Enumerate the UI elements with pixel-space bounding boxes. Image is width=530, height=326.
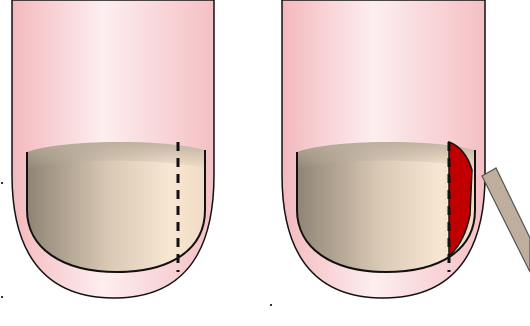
nail-clipper-icon xyxy=(482,168,530,272)
finger-after xyxy=(282,0,485,298)
edge-tick-mark xyxy=(1,182,3,184)
edge-tick-mark xyxy=(1,296,3,298)
edge-tick-mark xyxy=(270,304,272,306)
finger-before xyxy=(12,0,214,298)
